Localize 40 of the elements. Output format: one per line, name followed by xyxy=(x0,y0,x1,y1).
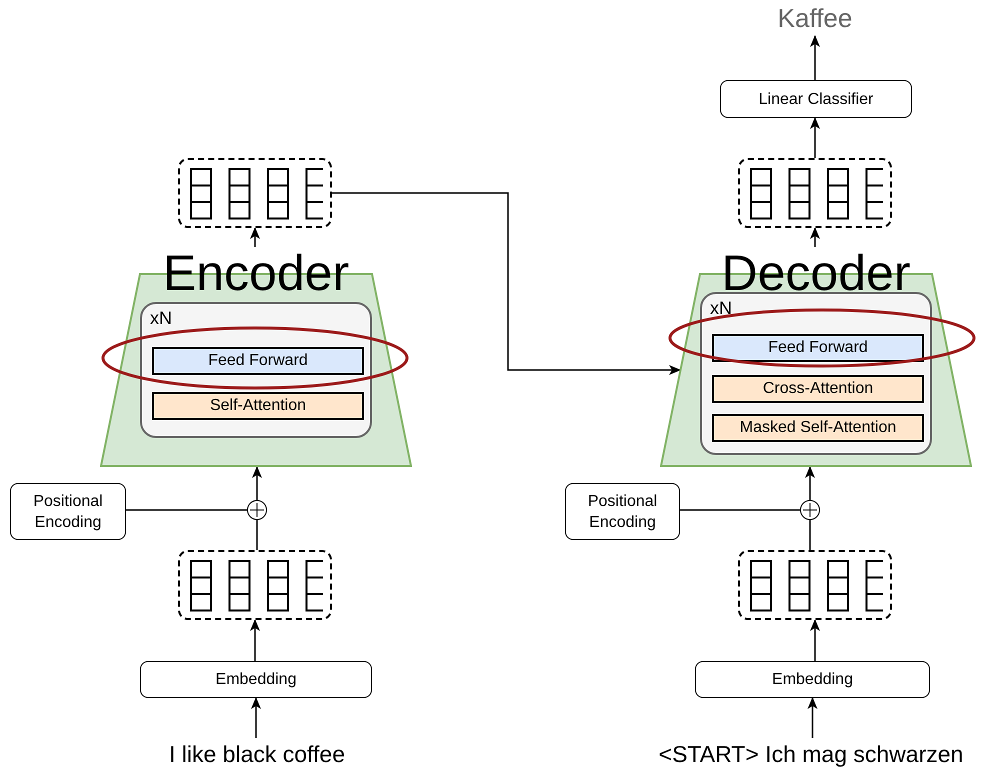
process-box: Positional Encoding xyxy=(565,483,680,540)
repeat-label: xN xyxy=(150,308,172,328)
connector-line xyxy=(809,520,811,550)
dashed-vector-group xyxy=(738,158,892,228)
arrow xyxy=(250,619,260,661)
block-title: Decoder xyxy=(720,247,912,299)
process-box: Embedding xyxy=(695,661,930,698)
dashed-vector-group xyxy=(178,550,332,620)
layer-box: Feed Forward xyxy=(712,334,924,362)
dashed-vector-group xyxy=(738,550,892,620)
layer-box: Feed Forward xyxy=(152,347,364,375)
connector-line xyxy=(680,509,800,511)
arrow xyxy=(332,192,681,375)
arrow xyxy=(808,697,818,738)
connector-line xyxy=(256,520,258,550)
process-box: Positional Encoding xyxy=(10,483,126,540)
process-box: Linear Classifier xyxy=(720,80,912,118)
arrow xyxy=(810,227,820,247)
sum-circle xyxy=(247,500,267,520)
output-word: Kaffee xyxy=(760,0,870,36)
connector-line xyxy=(126,509,247,511)
layer-stack-box xyxy=(700,292,932,455)
layer-box: Self-Attention xyxy=(152,392,364,420)
block-title: Encoder xyxy=(162,247,350,299)
dashed-vector-group xyxy=(178,158,332,228)
layer-stack-box xyxy=(140,302,372,438)
arrow xyxy=(252,466,262,500)
arrow xyxy=(810,619,820,661)
input-sentence: I like black coffee xyxy=(117,738,397,770)
layer-box: Cross-Attention xyxy=(712,375,924,403)
arrow xyxy=(810,117,820,158)
arrow xyxy=(250,227,260,247)
sum-circle xyxy=(800,500,820,520)
input-sentence: <START> Ich mag schwarzen xyxy=(627,738,995,770)
layer-box: Masked Self-Attention xyxy=(712,414,924,442)
arrow xyxy=(810,35,820,80)
arrow xyxy=(805,466,815,500)
arrow xyxy=(251,697,261,738)
process-box: Embedding xyxy=(140,661,372,698)
repeat-label: xN xyxy=(710,298,732,318)
